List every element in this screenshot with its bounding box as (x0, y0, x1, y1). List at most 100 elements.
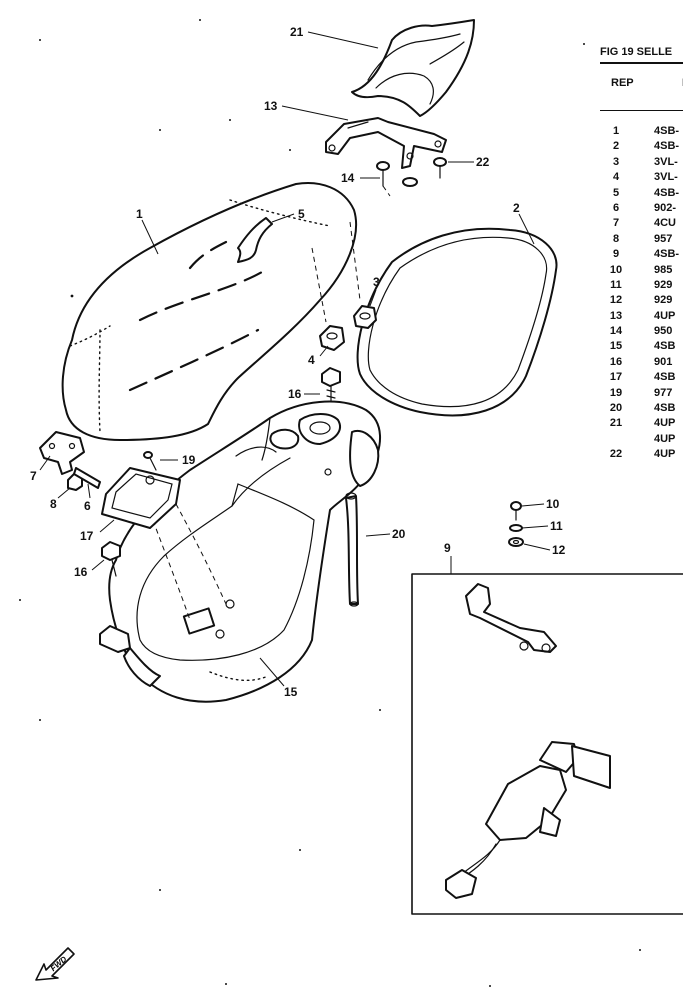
bolt-part-16-lower[interactable] (101, 541, 121, 577)
row-rep: 14 (609, 325, 623, 338)
callout-22: 22 (476, 155, 490, 169)
row-ref: 4UP (654, 417, 676, 430)
callout-10: 10 (546, 497, 560, 511)
row-ref: 901 (654, 355, 673, 368)
callout-19: 19 (182, 453, 196, 467)
callout-7: 7 (30, 469, 37, 483)
leader-lines (39, 31, 551, 687)
table-row: 11 929 (600, 278, 683, 293)
washer-part-11[interactable] (509, 524, 523, 532)
row-ref: 4SB (654, 402, 676, 415)
callout-12: 12 (552, 543, 566, 557)
row-ref: 985 (654, 263, 673, 276)
table-rule (600, 110, 683, 111)
row-ref: 902- (654, 201, 677, 214)
callout-20: 20 (392, 527, 406, 541)
pin-part-6[interactable] (73, 467, 101, 489)
row-ref: 4SB (654, 371, 676, 384)
hinge-part-7[interactable] (39, 431, 85, 475)
hose-part-20[interactable] (345, 492, 359, 607)
row-rep: 15 (609, 340, 623, 353)
callout-4: 4 (308, 353, 315, 367)
table-rule (600, 62, 683, 64)
table-header: REP R (600, 64, 683, 110)
table-row: 22 4UP (600, 447, 683, 462)
table-row: 10 985 (600, 263, 683, 278)
seat-lock-kit-part-9[interactable] (411, 556, 683, 915)
row-rep: 17 (609, 371, 623, 384)
row-ref: 950 (654, 325, 673, 338)
row-rep: 8 (612, 232, 620, 245)
row-ref: 929 (654, 294, 673, 307)
row-ref: 4CU (654, 217, 677, 230)
row-rep: 12 (609, 294, 623, 307)
row-ref: 3VL- (654, 155, 678, 168)
grab-handle-part-21[interactable] (351, 19, 475, 117)
table-row: 7 4CU (600, 216, 683, 231)
callout-17: 17 (80, 529, 94, 543)
callout-9: 9 (444, 541, 451, 555)
bolt-part-16-upper[interactable] (321, 367, 341, 405)
print-specks (19, 19, 641, 987)
row-rep: 13 (609, 309, 623, 322)
header-rep: REP (611, 77, 634, 89)
helmet-box-part-15[interactable] (99, 400, 382, 703)
seat-part-1[interactable] (61, 182, 358, 441)
row-rep: 20 (609, 402, 623, 415)
callout-16-upper: 16 (288, 387, 302, 401)
callout-14: 14 (341, 171, 355, 185)
callout-2: 2 (513, 201, 520, 215)
bracket-part-13[interactable] (325, 117, 447, 169)
row-ref: 4UP (654, 448, 676, 461)
row-rep: 19 (609, 386, 623, 399)
seat-gasket-part-2[interactable] (356, 227, 558, 417)
bolt-part-14[interactable] (376, 161, 418, 197)
screw-part-19[interactable] (143, 451, 157, 471)
row-rep: 2 (612, 140, 620, 153)
row-ref: 977 (654, 386, 673, 399)
row-ref: 4SB- (654, 125, 680, 137)
row-rep: 10 (609, 263, 623, 276)
row-rep: 16 (609, 355, 623, 368)
row-rep: 22 (609, 448, 623, 461)
dashed-guide (311, 247, 327, 323)
row-ref: 4SB- (654, 248, 680, 261)
forward-arrow-icon: FWD (35, 947, 75, 981)
table-row: 20 4SB (600, 401, 683, 416)
table-row: 19 977 (600, 386, 683, 401)
callout-16-lower: 16 (74, 565, 88, 579)
table-row: 14 950 (600, 324, 683, 339)
damper-part-3[interactable] (353, 305, 377, 329)
row-ref: 957 (654, 232, 673, 245)
table-row: 8 957 (600, 232, 683, 247)
row-ref: 4SB- (654, 186, 680, 199)
row-rep: 7 (612, 217, 620, 230)
washer-part-12[interactable] (508, 537, 524, 547)
table-row: 4UP (600, 432, 683, 447)
callout-1: 1 (136, 207, 143, 221)
row-ref: 4UP (654, 432, 676, 445)
damper-part-4[interactable] (319, 325, 345, 351)
row-rep: 11 (610, 278, 622, 291)
figure-title: FIG 19 SELLE (600, 46, 673, 58)
callout-6: 6 (84, 499, 91, 513)
row-ref: 3VL- (654, 171, 678, 184)
lid-part-17[interactable] (101, 467, 181, 529)
bolt-part-10[interactable] (510, 501, 522, 521)
row-ref: 929 (654, 278, 673, 291)
bolt-part-22[interactable] (433, 157, 447, 179)
parts-table: FIG 19 SELLE REP R 14SB-24SB-33VL-43VL-5… (600, 44, 683, 463)
callout-5: 5 (298, 207, 305, 221)
dashed-guide (349, 221, 361, 301)
